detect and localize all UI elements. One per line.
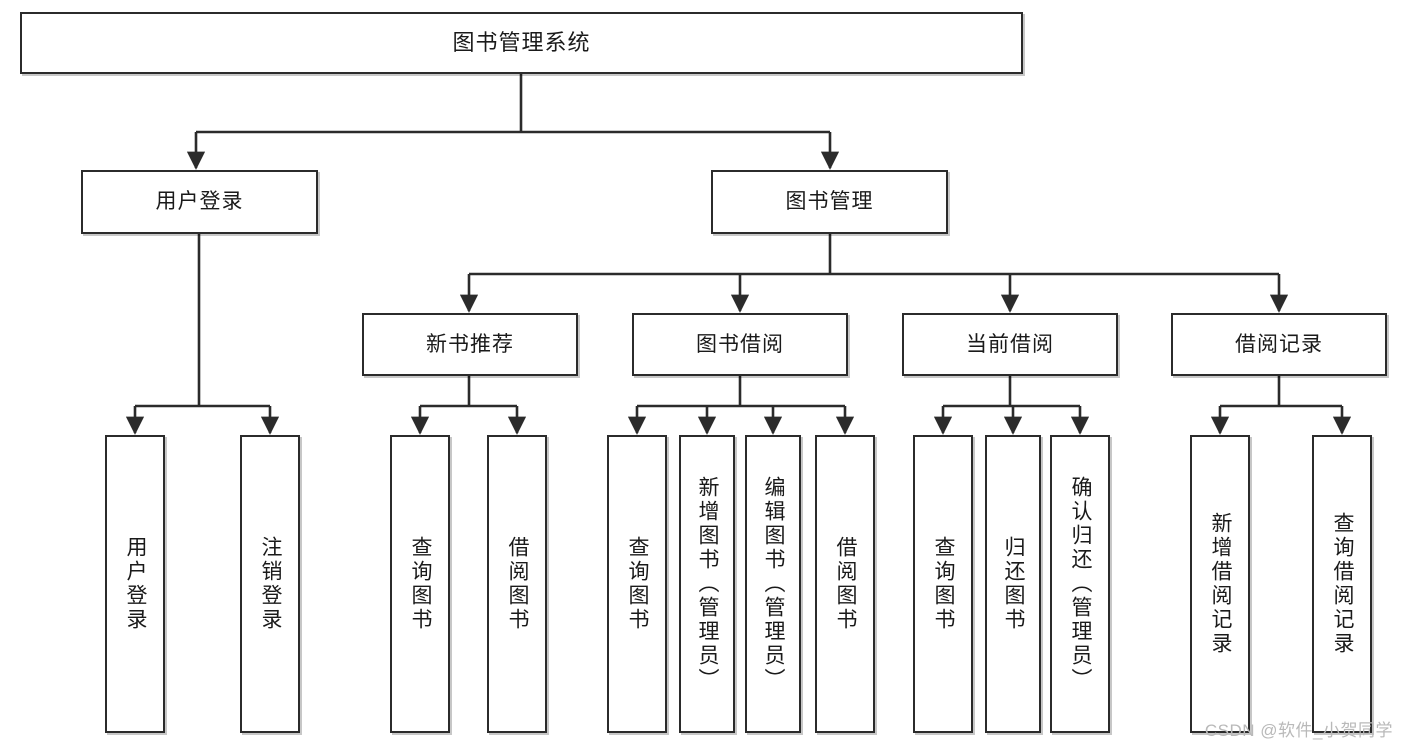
node-label: 编辑图书（管理员） bbox=[762, 476, 786, 692]
node-label: 新增借阅记录 bbox=[1209, 512, 1233, 656]
leaf-add-book-admin[interactable]: 新增图书（管理员） bbox=[679, 435, 735, 733]
node-label: 归还图书 bbox=[1002, 536, 1026, 632]
node-label: 查询图书 bbox=[932, 536, 956, 632]
node-label: 借阅图书 bbox=[834, 536, 858, 632]
node-book-management[interactable]: 图书管理 bbox=[711, 170, 948, 234]
watermark-text: CSDN @软件_小贺同学 bbox=[1204, 721, 1393, 740]
node-current-borrow[interactable]: 当前借阅 bbox=[902, 313, 1118, 376]
leaf-query-book-borrow[interactable]: 查询图书 bbox=[607, 435, 667, 733]
leaf-borrow-book-borrow[interactable]: 借阅图书 bbox=[815, 435, 875, 733]
leaf-logout[interactable]: 注销登录 bbox=[240, 435, 300, 733]
node-label: 借阅图书 bbox=[506, 536, 530, 632]
node-label: 注销登录 bbox=[259, 536, 283, 632]
node-root-book-management-system[interactable]: 图书管理系统 bbox=[20, 12, 1023, 74]
node-label: 确认归还（管理员） bbox=[1069, 476, 1093, 692]
leaf-edit-book-admin[interactable]: 编辑图书（管理员） bbox=[745, 435, 801, 733]
node-label: 图书借阅 bbox=[696, 332, 784, 356]
node-label: 借阅记录 bbox=[1235, 332, 1323, 356]
node-borrow-record[interactable]: 借阅记录 bbox=[1171, 313, 1387, 376]
node-book-borrow[interactable]: 图书借阅 bbox=[632, 313, 848, 376]
node-label: 新增图书（管理员） bbox=[696, 476, 720, 692]
node-label: 查询图书 bbox=[626, 536, 650, 632]
node-label: 用户登录 bbox=[124, 536, 148, 632]
node-label: 当前借阅 bbox=[966, 332, 1054, 356]
leaf-user-login[interactable]: 用户登录 bbox=[105, 435, 165, 733]
leaf-query-book-current[interactable]: 查询图书 bbox=[913, 435, 973, 733]
node-label: 查询借阅记录 bbox=[1331, 512, 1355, 656]
node-label: 用户登录 bbox=[155, 190, 244, 214]
leaf-query-book-newbook[interactable]: 查询图书 bbox=[390, 435, 450, 733]
leaf-confirm-return-admin[interactable]: 确认归还（管理员） bbox=[1050, 435, 1110, 733]
node-new-book-recommend[interactable]: 新书推荐 bbox=[362, 313, 578, 376]
node-label: 新书推荐 bbox=[426, 332, 514, 356]
node-label: 查询图书 bbox=[409, 536, 433, 632]
node-user-login[interactable]: 用户登录 bbox=[81, 170, 318, 234]
node-label: 图书管理系统 bbox=[452, 29, 591, 55]
leaf-query-borrow-record[interactable]: 查询借阅记录 bbox=[1312, 435, 1372, 733]
node-label: 图书管理 bbox=[785, 190, 874, 214]
leaf-borrow-book-newbook[interactable]: 借阅图书 bbox=[487, 435, 547, 733]
leaf-add-borrow-record[interactable]: 新增借阅记录 bbox=[1190, 435, 1250, 733]
leaf-return-book[interactable]: 归还图书 bbox=[985, 435, 1041, 733]
